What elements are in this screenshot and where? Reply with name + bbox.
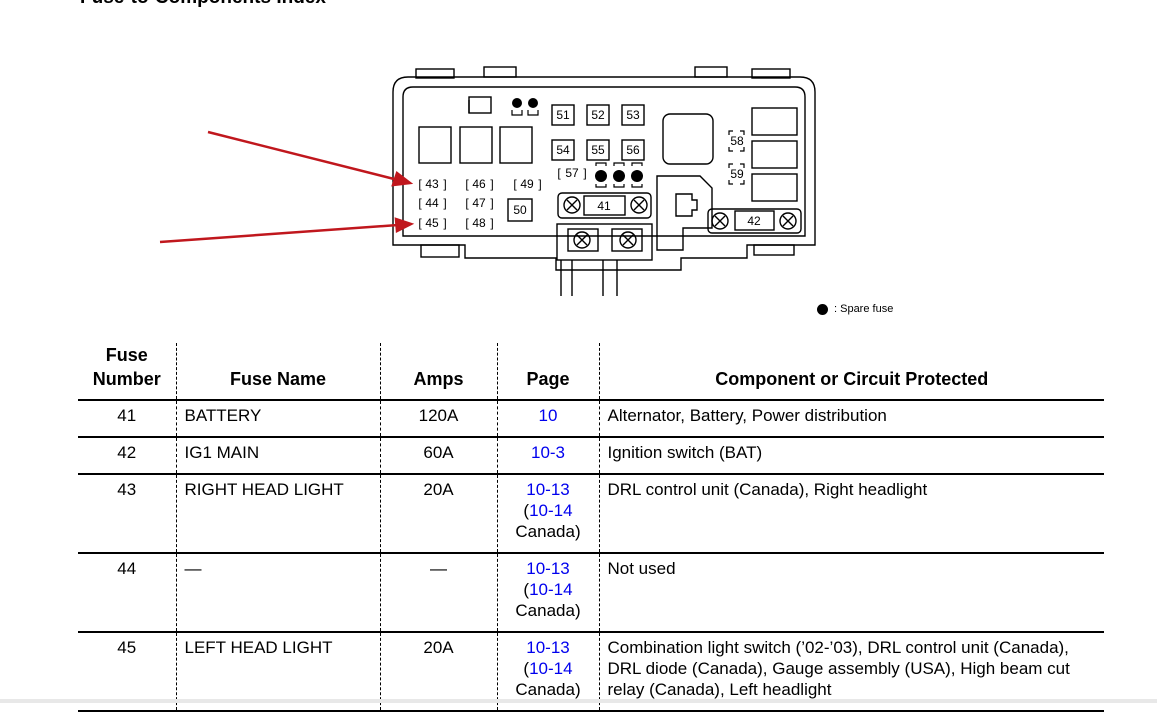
cell-fuse-number: 44	[117, 559, 137, 578]
fuse-label: 48	[472, 216, 486, 230]
cell-fuse-name: RIGHT HEAD LIGHT	[175, 474, 380, 553]
cell-component: Alternator, Battery, Power distribution	[598, 400, 1104, 437]
table-header-row: Fuse Number Fuse Name Amps Page Componen…	[78, 343, 1104, 400]
cell-page: 10-3	[496, 437, 599, 474]
table-row: 41 BATTERY 120A 10 Alternator, Battery, …	[78, 400, 1104, 437]
header-page: Page	[496, 343, 599, 400]
arrow-to-fuse-43	[207, 130, 399, 182]
page-link[interactable]: 10-13	[526, 480, 570, 499]
arrow-to-fuse-45	[159, 223, 399, 244]
svg-text:[: [	[465, 177, 469, 191]
page-link[interactable]: 10-13	[526, 638, 570, 657]
cell-amps: 120A	[379, 400, 497, 437]
fuse-box-housing	[392, 76, 816, 271]
cell-page: 10-13 (10-14 Canada)	[496, 474, 599, 553]
fuse-label: 54	[556, 143, 570, 157]
cell-fuse-number: 43	[117, 480, 137, 499]
cell-page: 10-13 (10-14 Canada)	[496, 553, 599, 632]
svg-text:[: [	[465, 196, 469, 210]
spare-fuse-legend: : Spare fuse	[817, 303, 893, 315]
page-link-alt[interactable]: 10-14	[529, 501, 573, 520]
fuse-label: 58	[730, 134, 744, 148]
header-fuse-number-line2: Number	[92, 369, 161, 389]
cell-fuse-number: 45	[117, 638, 137, 657]
svg-text:]: ]	[583, 166, 586, 180]
table-row: 44 — — 10-13 (10-14 Canada) Not used	[78, 553, 1104, 632]
svg-text:[: [	[418, 196, 422, 210]
page-link[interactable]: 10-13	[526, 559, 570, 578]
fuse-label: 51	[556, 108, 570, 122]
fuse-label: 52	[591, 108, 605, 122]
fuse-label: 56	[626, 143, 640, 157]
fuse-label: 49	[520, 177, 534, 191]
header-amps: Amps	[379, 343, 497, 400]
cell-component: Not used	[598, 553, 1104, 632]
cell-fuse-name: LEFT HEAD LIGHT	[175, 632, 380, 711]
page-link-alt[interactable]: 10-14	[529, 580, 573, 599]
window-bottom-edge	[0, 699, 1157, 703]
header-fuse-name: Fuse Name	[175, 343, 380, 400]
cell-component: DRL control unit (Canada), Right headlig…	[598, 474, 1104, 553]
svg-text:]: ]	[490, 216, 493, 230]
legend-text: : Spare fuse	[834, 303, 894, 315]
svg-text:]: ]	[538, 177, 541, 191]
fuse-label: 50	[513, 203, 527, 217]
cell-component: Ignition switch (BAT)	[598, 437, 1104, 474]
svg-text:[: [	[418, 177, 422, 191]
cell-fuse-number: 41	[117, 406, 137, 425]
cell-amps: 60A	[379, 437, 497, 474]
page-link[interactable]: 10	[538, 406, 558, 425]
fuse-label: 42	[747, 214, 761, 228]
svg-text:[: [	[513, 177, 517, 191]
fuse-label: 53	[626, 108, 640, 122]
page-link-alt[interactable]: 10-14	[529, 659, 573, 678]
svg-text:[: [	[465, 216, 469, 230]
arrow-head-45-icon	[394, 217, 415, 233]
cell-fuse-name: IG1 MAIN	[175, 437, 380, 474]
fuse-box-diagram: 51 52 53 54 55 56 57 58 59 50 41 42 43 4…	[159, 66, 816, 296]
fuse-index-table: Fuse Number Fuse Name Amps Page Componen…	[78, 343, 1104, 712]
fuse-label: 44	[425, 196, 439, 210]
cell-fuse-name: BATTERY	[175, 400, 380, 437]
header-fuse-number-line1: Fuse	[105, 345, 148, 365]
fuse-label: 55	[591, 143, 605, 157]
cell-page: 10	[496, 400, 599, 437]
page-link[interactable]: 10-3	[530, 443, 566, 462]
svg-text:]: ]	[443, 196, 446, 210]
svg-text:[: [	[557, 166, 561, 180]
fuse-label: 47	[472, 196, 486, 210]
header-component: Component or Circuit Protected	[598, 343, 1104, 400]
page-note: Canada)	[515, 680, 581, 699]
table-row: 43 RIGHT HEAD LIGHT 20A 10-13 (10-14 Can…	[78, 474, 1104, 553]
page-heading: Fuse-to-Components Index	[80, 0, 326, 9]
table-row: 42 IG1 MAIN 60A 10-3 Ignition switch (BA…	[78, 437, 1104, 474]
page-note: Canada)	[515, 601, 581, 620]
cell-fuse-number: 42	[117, 443, 137, 462]
svg-text:]: ]	[443, 216, 446, 230]
cell-amps: —	[379, 553, 497, 632]
svg-text:]: ]	[490, 177, 493, 191]
fuse-label: 46	[472, 177, 486, 191]
svg-text:]: ]	[443, 177, 446, 191]
page-note: Canada)	[515, 522, 581, 541]
cell-amps: 20A	[379, 474, 497, 553]
fuse-box-inner-outline	[402, 86, 806, 237]
svg-text:]: ]	[490, 196, 493, 210]
cell-fuse-name: —	[175, 553, 380, 632]
svg-text:[: [	[418, 216, 422, 230]
fuse-label: 45	[425, 216, 439, 230]
cell-component: Combination light switch (’02-’03), DRL …	[598, 632, 1104, 711]
spare-fuse-dot-icon	[817, 303, 828, 315]
cell-page: 10-13 (10-14 Canada)	[496, 632, 599, 711]
cell-amps: 20A	[379, 632, 497, 711]
fuse-label: 57	[565, 166, 579, 180]
fuse-label: 59	[730, 167, 744, 181]
fuse-label: 43	[425, 177, 439, 191]
arrow-head-43-icon	[391, 170, 414, 187]
fuse-label: 41	[597, 199, 611, 213]
header-fuse-number: Fuse Number	[78, 343, 176, 400]
